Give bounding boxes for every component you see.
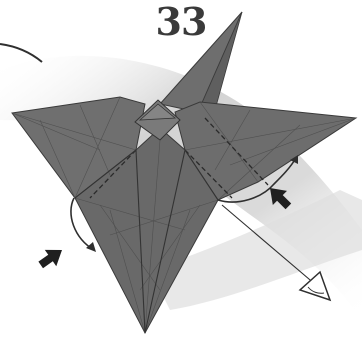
push-arrow-icon [35,242,68,273]
curved-arrow-icon [0,44,42,62]
curved-arrow-head-left [86,242,96,252]
